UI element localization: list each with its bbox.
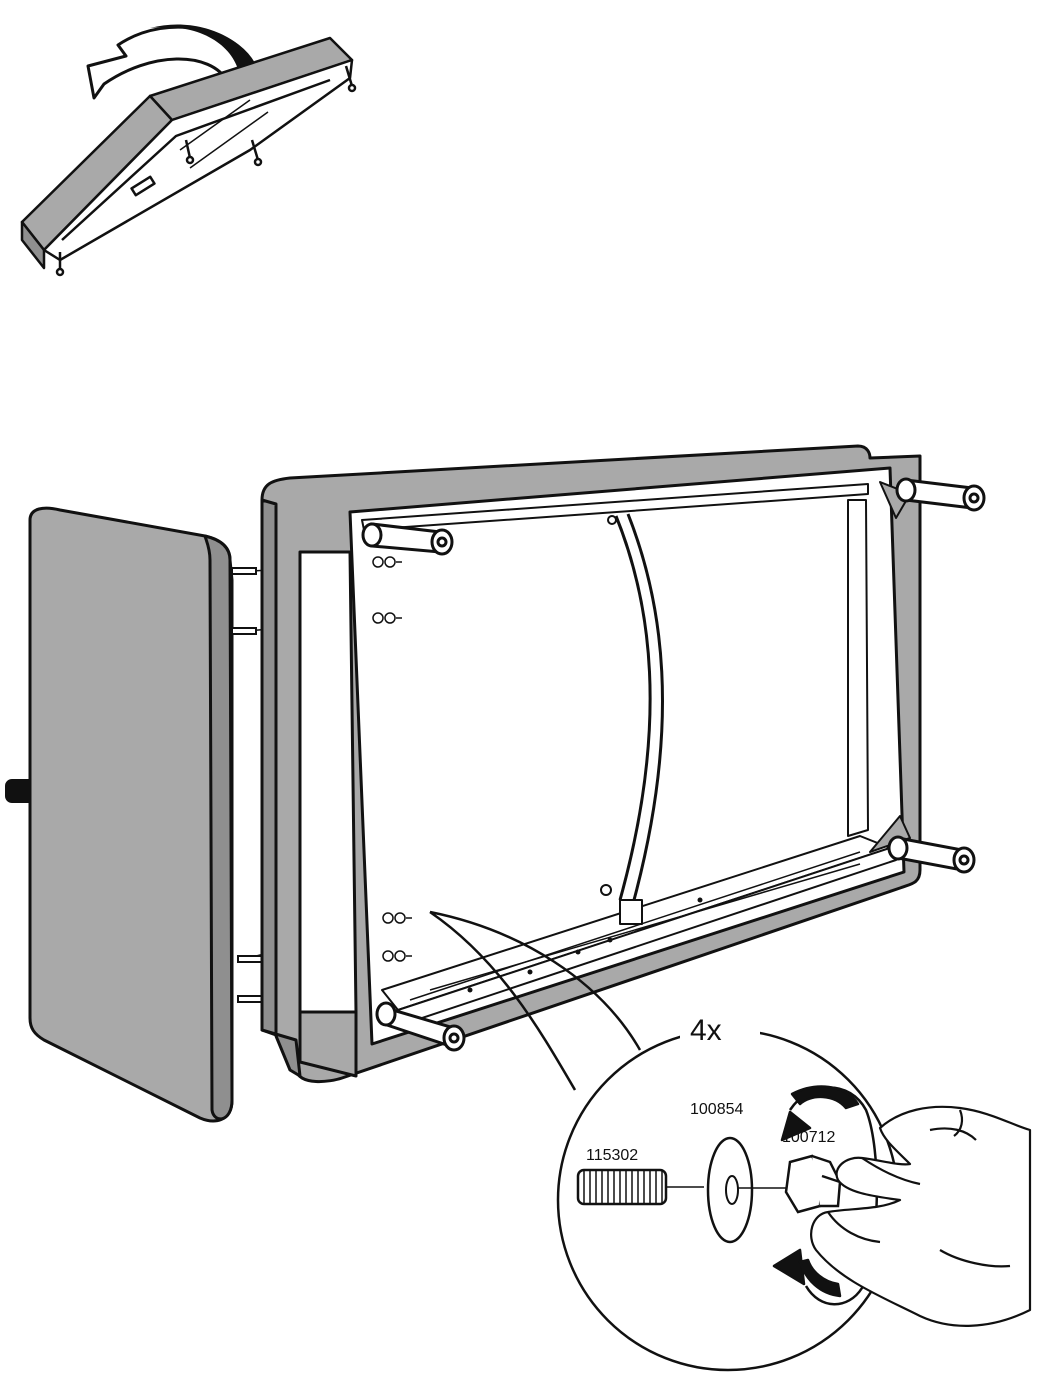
hand-icon <box>810 1105 1032 1327</box>
leg-top-right <box>895 477 986 512</box>
sofa-upside-down-icon <box>20 36 357 277</box>
part-number-bolt: 115302 <box>586 1147 638 1164</box>
step1-flip-illustration <box>20 24 357 277</box>
hex-nut-icon <box>784 1154 842 1214</box>
leg-top-left <box>361 522 454 556</box>
sofa-frame-icon <box>260 444 922 1083</box>
sofa-legs <box>361 477 986 1052</box>
armrest-panel-icon <box>28 506 234 1123</box>
step2-attach-armrest <box>5 444 986 1123</box>
washer-icon <box>706 1136 786 1244</box>
quantity-label: 4x <box>690 1014 722 1047</box>
part-number-washer: 100854 <box>690 1101 743 1118</box>
leg-bottom-left <box>375 1001 466 1052</box>
hardware-detail-callout: 4x 115302 100854 <box>429 910 1032 1372</box>
threaded-bolt-icon <box>576 1168 704 1206</box>
leg-bottom-right <box>887 835 976 874</box>
